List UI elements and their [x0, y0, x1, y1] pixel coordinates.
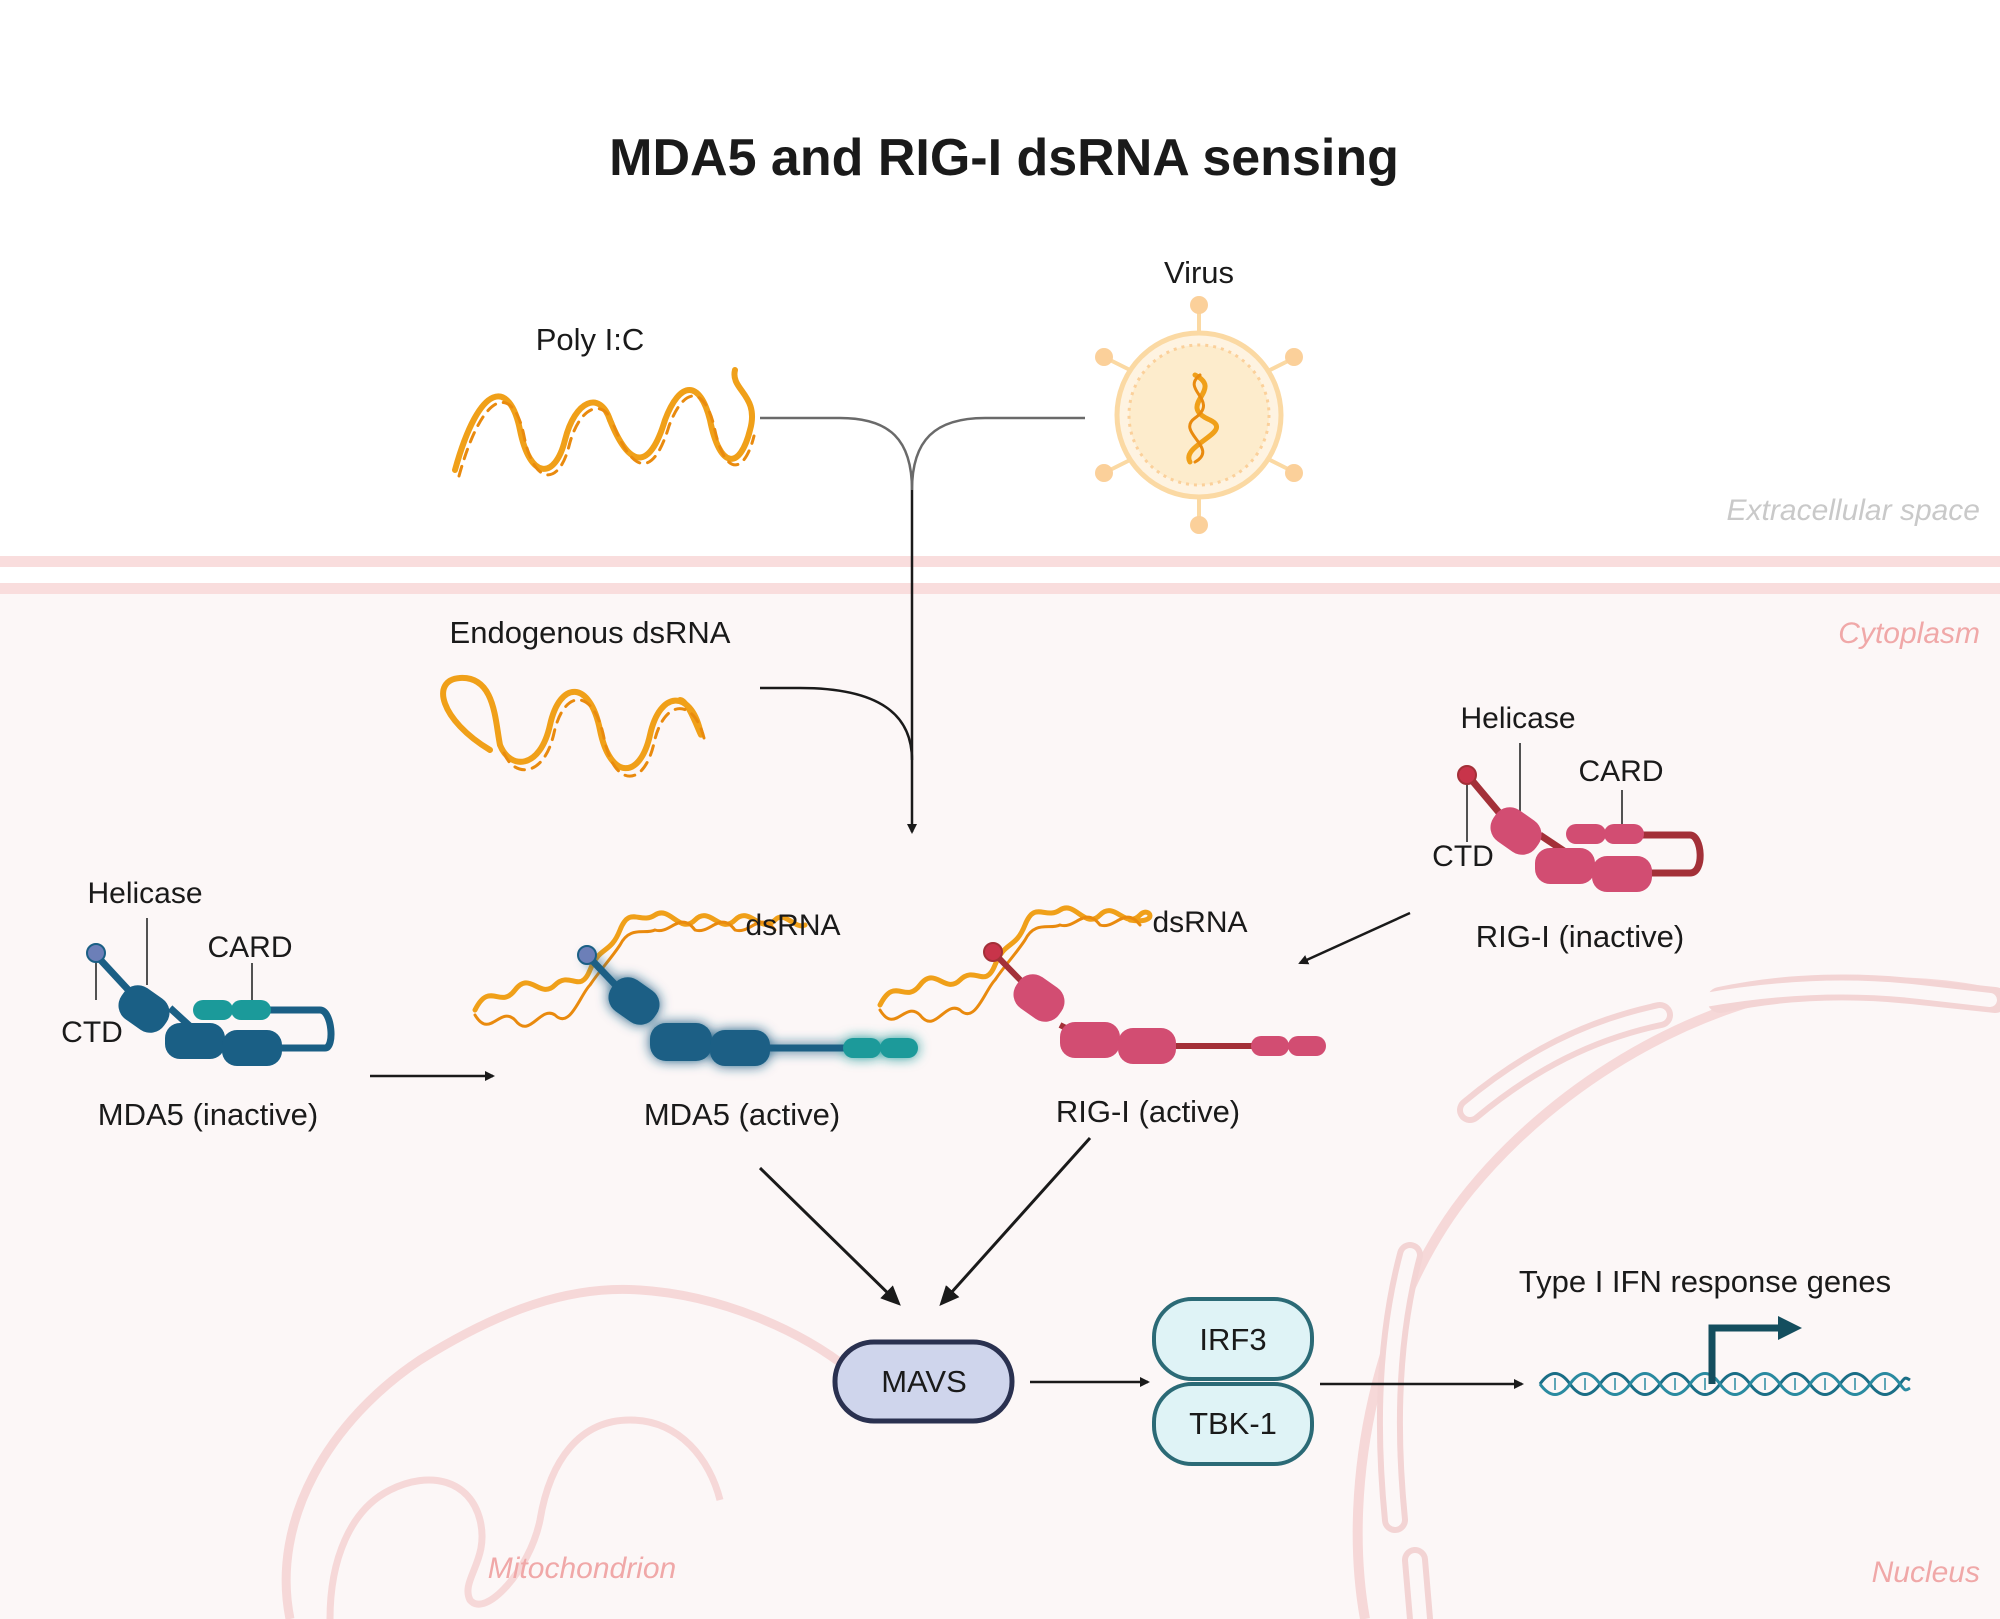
- mavs-node: [832, 1339, 1015, 1424]
- mda5-active-protein: [584, 952, 918, 1066]
- rigi-inactive-card-label: CARD: [1578, 755, 1663, 788]
- ifn-genes-label: Type I IFN response genes: [1519, 1264, 1891, 1299]
- mda5-inactive-card-label: CARD: [207, 931, 292, 964]
- region-label-mitochondrion: Mitochondrion: [488, 1552, 676, 1585]
- virus-label: Virus: [1164, 255, 1234, 290]
- endogenous-dsrna-label: Endogenous dsRNA: [450, 615, 731, 650]
- mda5-inactive-label: MDA5 (inactive): [98, 1097, 319, 1132]
- mda5-inactive-ctd-label: CTD: [61, 1016, 123, 1049]
- rigi-inactive-protein: [1457, 743, 1704, 892]
- mitochondrion: [281, 1284, 853, 1619]
- mda5-to-mavs-arrow: [758, 1166, 901, 1306]
- mavs-label: MAVS: [881, 1364, 967, 1399]
- page-title: MDA5 and RIG-I dsRNA sensing: [609, 129, 1399, 187]
- region-label-extracellular: Extracellular space: [1727, 494, 1980, 527]
- rigi-inactive-label: RIG-I (inactive): [1476, 919, 1684, 954]
- rigi-activation-arrow: [1298, 911, 1411, 965]
- irf3-node: [1152, 1297, 1314, 1381]
- rigi-inactive-ctd-label: CTD: [1432, 840, 1494, 873]
- region-label-nucleus: Nucleus: [1872, 1556, 1980, 1589]
- mda5-active-ctd: [577, 945, 597, 965]
- source-connectors: [760, 416, 1085, 834]
- mda5-active-label: MDA5 (active): [644, 1097, 840, 1132]
- tbk1-label: TBK-1: [1189, 1406, 1277, 1441]
- mda5-inactive-protein: [86, 918, 335, 1066]
- endogenous-dsrna-icon: [440, 674, 706, 778]
- transcription-start-arrow-icon: [1708, 1316, 1802, 1384]
- mda5-inactive-helicase-label: Helicase: [87, 877, 202, 910]
- rigi-inactive-helicase-label: Helicase: [1460, 702, 1575, 735]
- rigi-active-dsrna-label: dsRNA: [1152, 906, 1247, 939]
- ifn-genes-dna-icon: [1538, 1372, 1911, 1396]
- irf3-label: IRF3: [1199, 1322, 1266, 1357]
- virus-icon: [1095, 296, 1303, 534]
- rigi-active-label: RIG-I (active): [1056, 1094, 1240, 1129]
- poly-ic-rna-icon: [452, 367, 756, 478]
- mda5-active-dsrna-icon: [472, 910, 808, 1028]
- plasma-membrane: [0, 556, 2000, 594]
- rigi-to-mavs-arrow: [939, 1136, 1092, 1306]
- region-label-cytoplasm: Cytoplasm: [1838, 617, 1980, 650]
- mda5-active-dsrna-label: dsRNA: [745, 909, 840, 942]
- rigi-active-protein: [983, 942, 1326, 1064]
- nucleus: [1352, 974, 2000, 1619]
- tbk1-node: [1152, 1382, 1314, 1466]
- poly-ic-label: Poly I:C: [536, 322, 645, 357]
